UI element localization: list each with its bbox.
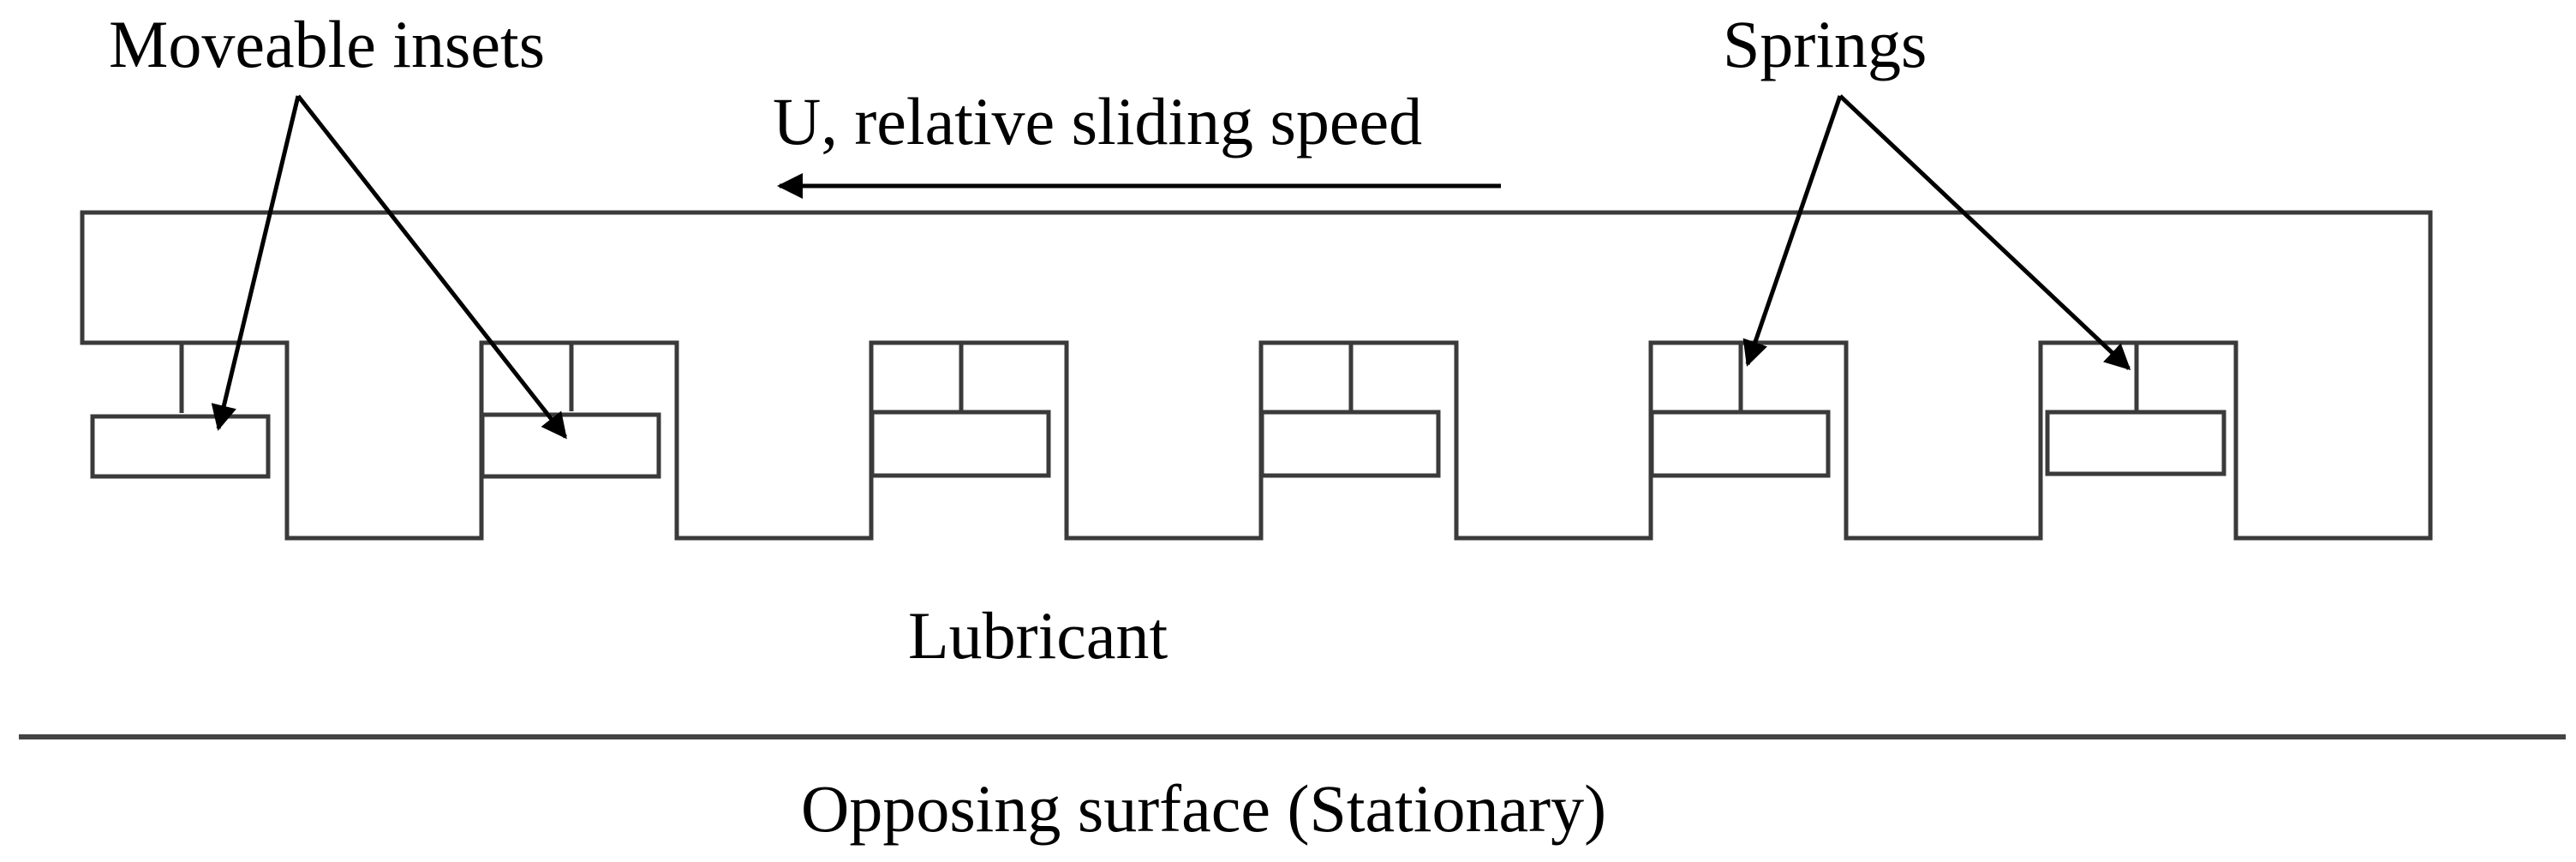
springs	[179, 343, 2139, 413]
inset-6	[2045, 410, 2226, 476]
lubricant-label: Lubricant	[908, 598, 1168, 673]
inset-5	[1649, 410, 1831, 478]
opposing-surface-label: Opposing surface (Stationary)	[801, 771, 1606, 846]
springs-label: Springs	[1723, 7, 1927, 81]
inset-4	[1259, 410, 1441, 478]
moveable-insets	[90, 410, 2226, 479]
moveable-insets-pointer-1	[211, 95, 301, 431]
inset-1	[90, 414, 271, 479]
inset-2	[480, 412, 661, 479]
sliding-speed-label: U, relative sliding speed	[773, 84, 1422, 159]
bearing-body	[80, 210, 2433, 541]
springs-pointer-1	[1742, 95, 1843, 367]
moveable-insets-label: Moveable insets	[109, 7, 545, 81]
inset-3	[870, 410, 1051, 478]
springs-pointer-2	[1838, 94, 2131, 371]
moveable-insets-pointer-2	[296, 94, 567, 440]
